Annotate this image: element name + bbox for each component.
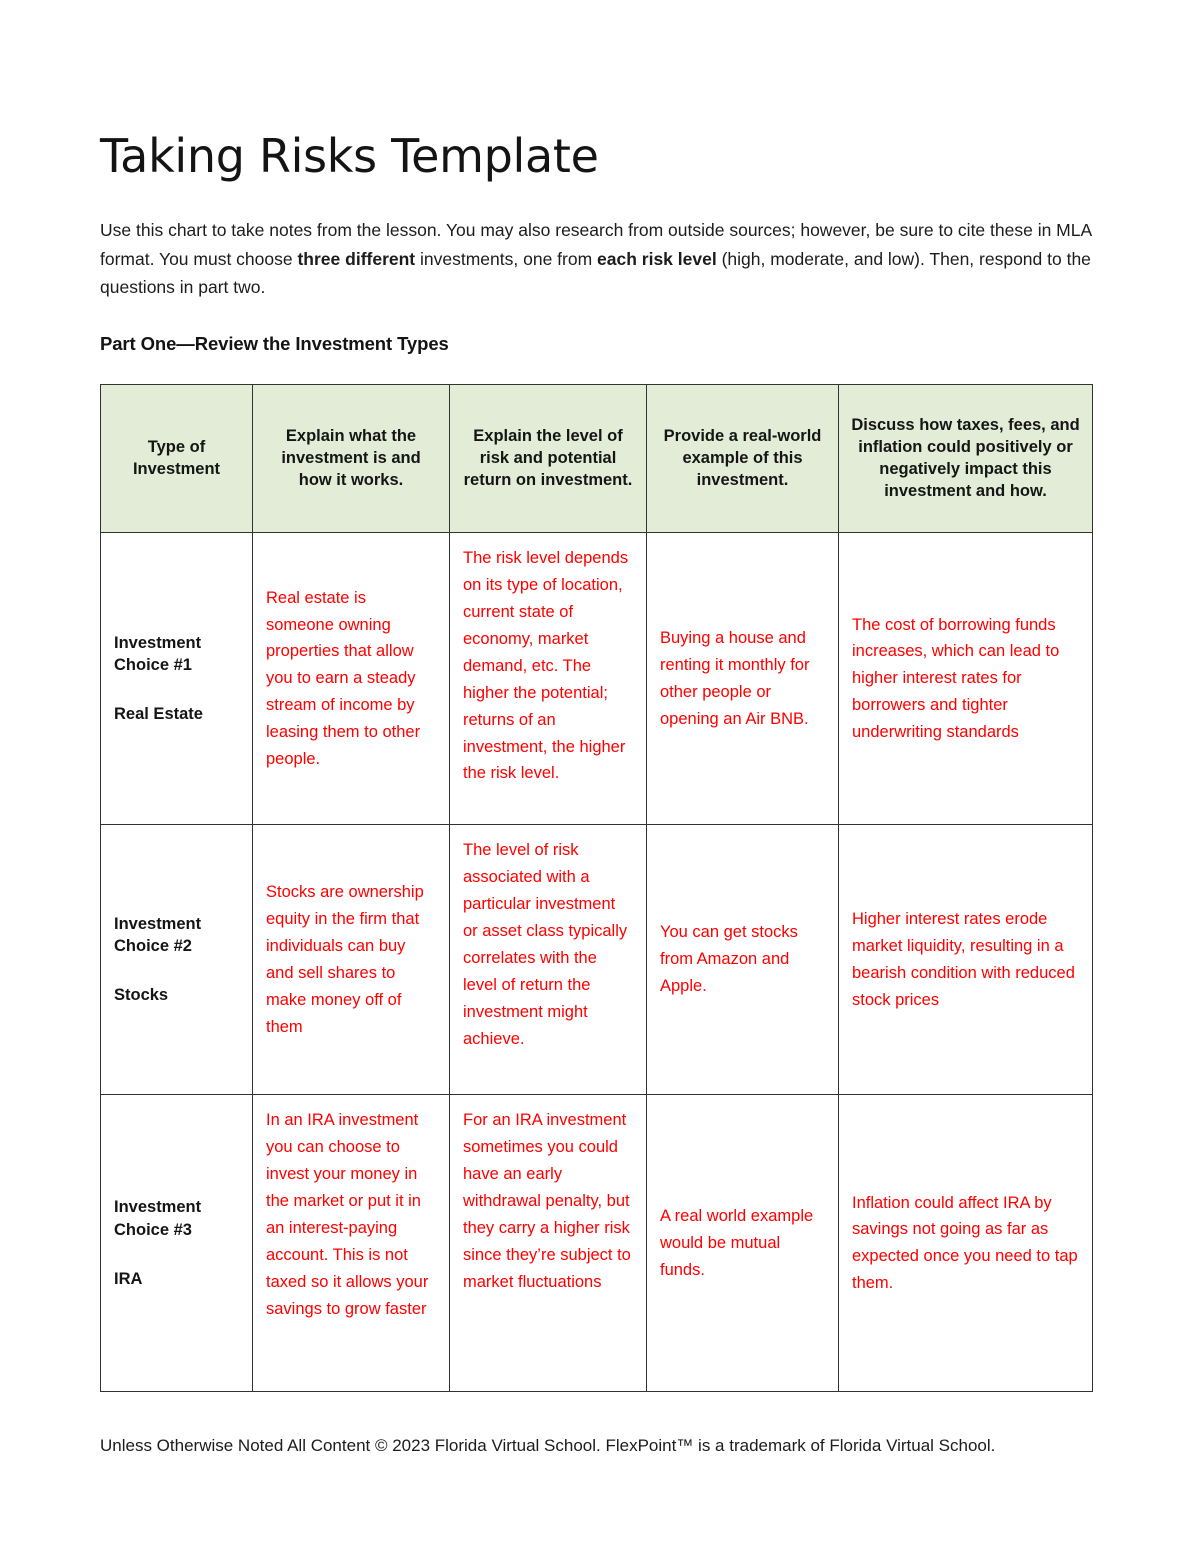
intro-text-part-1: Use this chart to take notes from the le…: [100, 220, 1092, 269]
column-header-risk-and-return: Explain the level of risk and potential …: [449, 384, 647, 534]
answer-impact-2[interactable]: Higher interest rates erode market liqui…: [838, 824, 1093, 1096]
answer-risk-3[interactable]: For an IRA investment sometimes you coul…: [449, 1094, 647, 1393]
column-header-explanation: Explain what the investment is and how i…: [252, 384, 450, 534]
intro-bold-three-different: three different: [297, 248, 416, 269]
column-header-type-of-investment: Type of Investment: [100, 384, 253, 534]
answer-explanation-1[interactable]: Real estate is someone owning properties…: [252, 532, 450, 826]
table-row: Investment Choice #1 Real Estate Real es…: [100, 532, 1093, 826]
answer-explanation-2[interactable]: Stocks are ownership equity in the firm …: [252, 824, 450, 1096]
column-header-real-world-example: Provide a real-world example of this inv…: [646, 384, 839, 534]
investment-kind: Real Estate: [114, 705, 203, 724]
table-row: Investment Choice #2 Stocks Stocks are o…: [100, 824, 1093, 1096]
choice-number: Investment Choice #3: [114, 1198, 202, 1239]
investment-choice-2-label: Investment Choice #2 Stocks: [100, 824, 253, 1096]
answer-example-3[interactable]: A real world example would be mutual fun…: [646, 1094, 839, 1393]
column-header-taxes-fees-inflation: Discuss how taxes, fees, and inflation c…: [838, 384, 1093, 534]
table-row: Investment Choice #3 IRA In an IRA inves…: [100, 1094, 1093, 1393]
choice-number: Investment Choice #2: [114, 914, 202, 956]
answer-explanation-3[interactable]: In an IRA investment you can choose to i…: [252, 1094, 450, 1393]
answer-risk-1[interactable]: The risk level depends on its type of lo…: [449, 532, 647, 826]
footer-copyright: Unless Otherwise Noted All Content © 202…: [100, 1436, 996, 1455]
table-header-row: Type of Investment Explain what the inve…: [100, 384, 1093, 534]
investment-kind: IRA: [114, 1269, 143, 1288]
investment-choice-3-label: Investment Choice #3 IRA: [100, 1094, 253, 1393]
investment-types-table: Type of Investment Explain what the inve…: [100, 384, 1093, 1393]
answer-example-1[interactable]: Buying a house and renting it monthly fo…: [646, 532, 839, 826]
intro-text-part-3: (high, moderate, and low). Then, respond…: [100, 248, 1091, 297]
page-title: Taking Risks Template: [100, 129, 599, 183]
investment-kind: Stocks: [114, 986, 169, 1005]
intro-text-part-2: investments, one from: [415, 248, 598, 269]
investment-choice-1-label: Investment Choice #1 Real Estate: [100, 532, 253, 826]
answer-example-2[interactable]: You can get stocks from Amazon and Apple…: [646, 824, 839, 1096]
answer-impact-3[interactable]: Inflation could affect IRA by savings no…: [838, 1094, 1093, 1393]
intro-bold-each-risk-level: each risk level: [597, 248, 717, 269]
answer-impact-1[interactable]: The cost of borrowing funds increases, w…: [838, 532, 1093, 826]
section-title-part-one: Part One—Review the Investment Types: [100, 333, 449, 355]
intro-paragraph: Use this chart to take notes from the le…: [100, 180, 1098, 301]
answer-risk-2[interactable]: The level of risk associated with a part…: [449, 824, 647, 1096]
choice-number: Investment Choice #1: [114, 633, 202, 675]
